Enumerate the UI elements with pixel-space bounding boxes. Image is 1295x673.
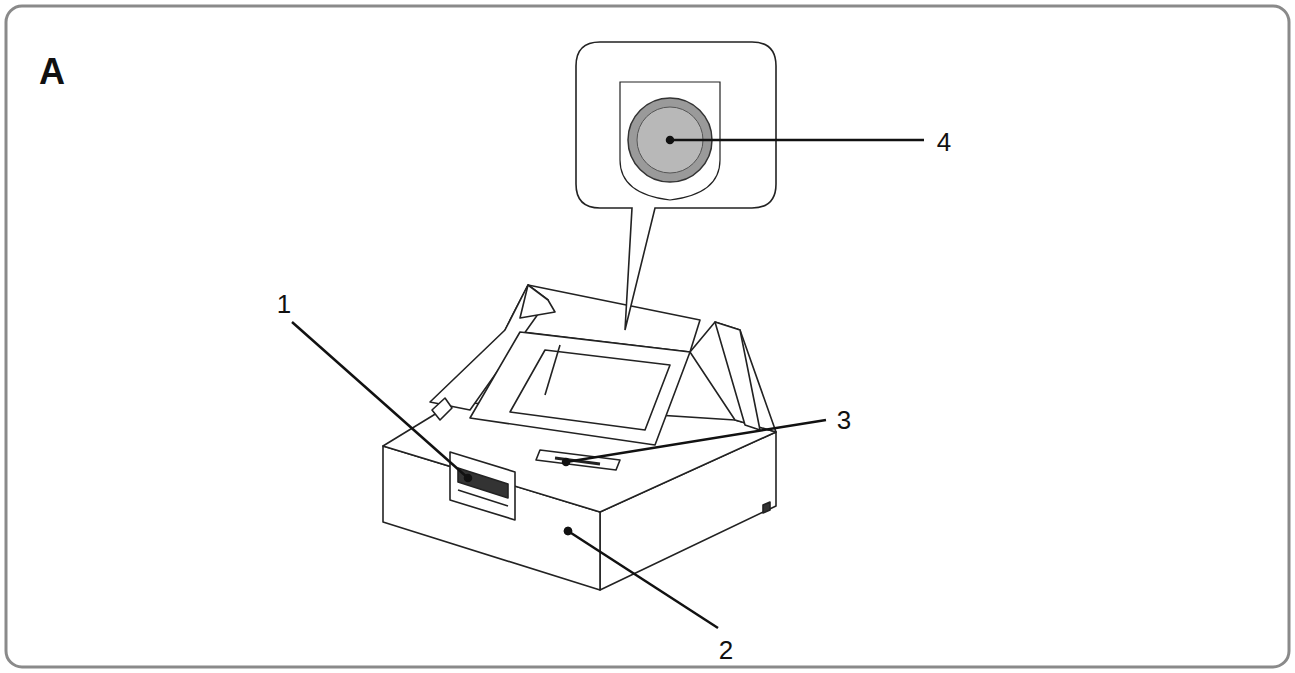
callout-number: 3 bbox=[837, 407, 851, 433]
callout-bubble bbox=[576, 42, 776, 330]
panel-frame bbox=[6, 6, 1289, 667]
callout-number: 4 bbox=[937, 129, 951, 155]
callout-number: 1 bbox=[277, 291, 291, 317]
panel-letter: A bbox=[39, 54, 65, 90]
leader-lines bbox=[292, 137, 924, 628]
callout-number: 2 bbox=[719, 637, 733, 663]
